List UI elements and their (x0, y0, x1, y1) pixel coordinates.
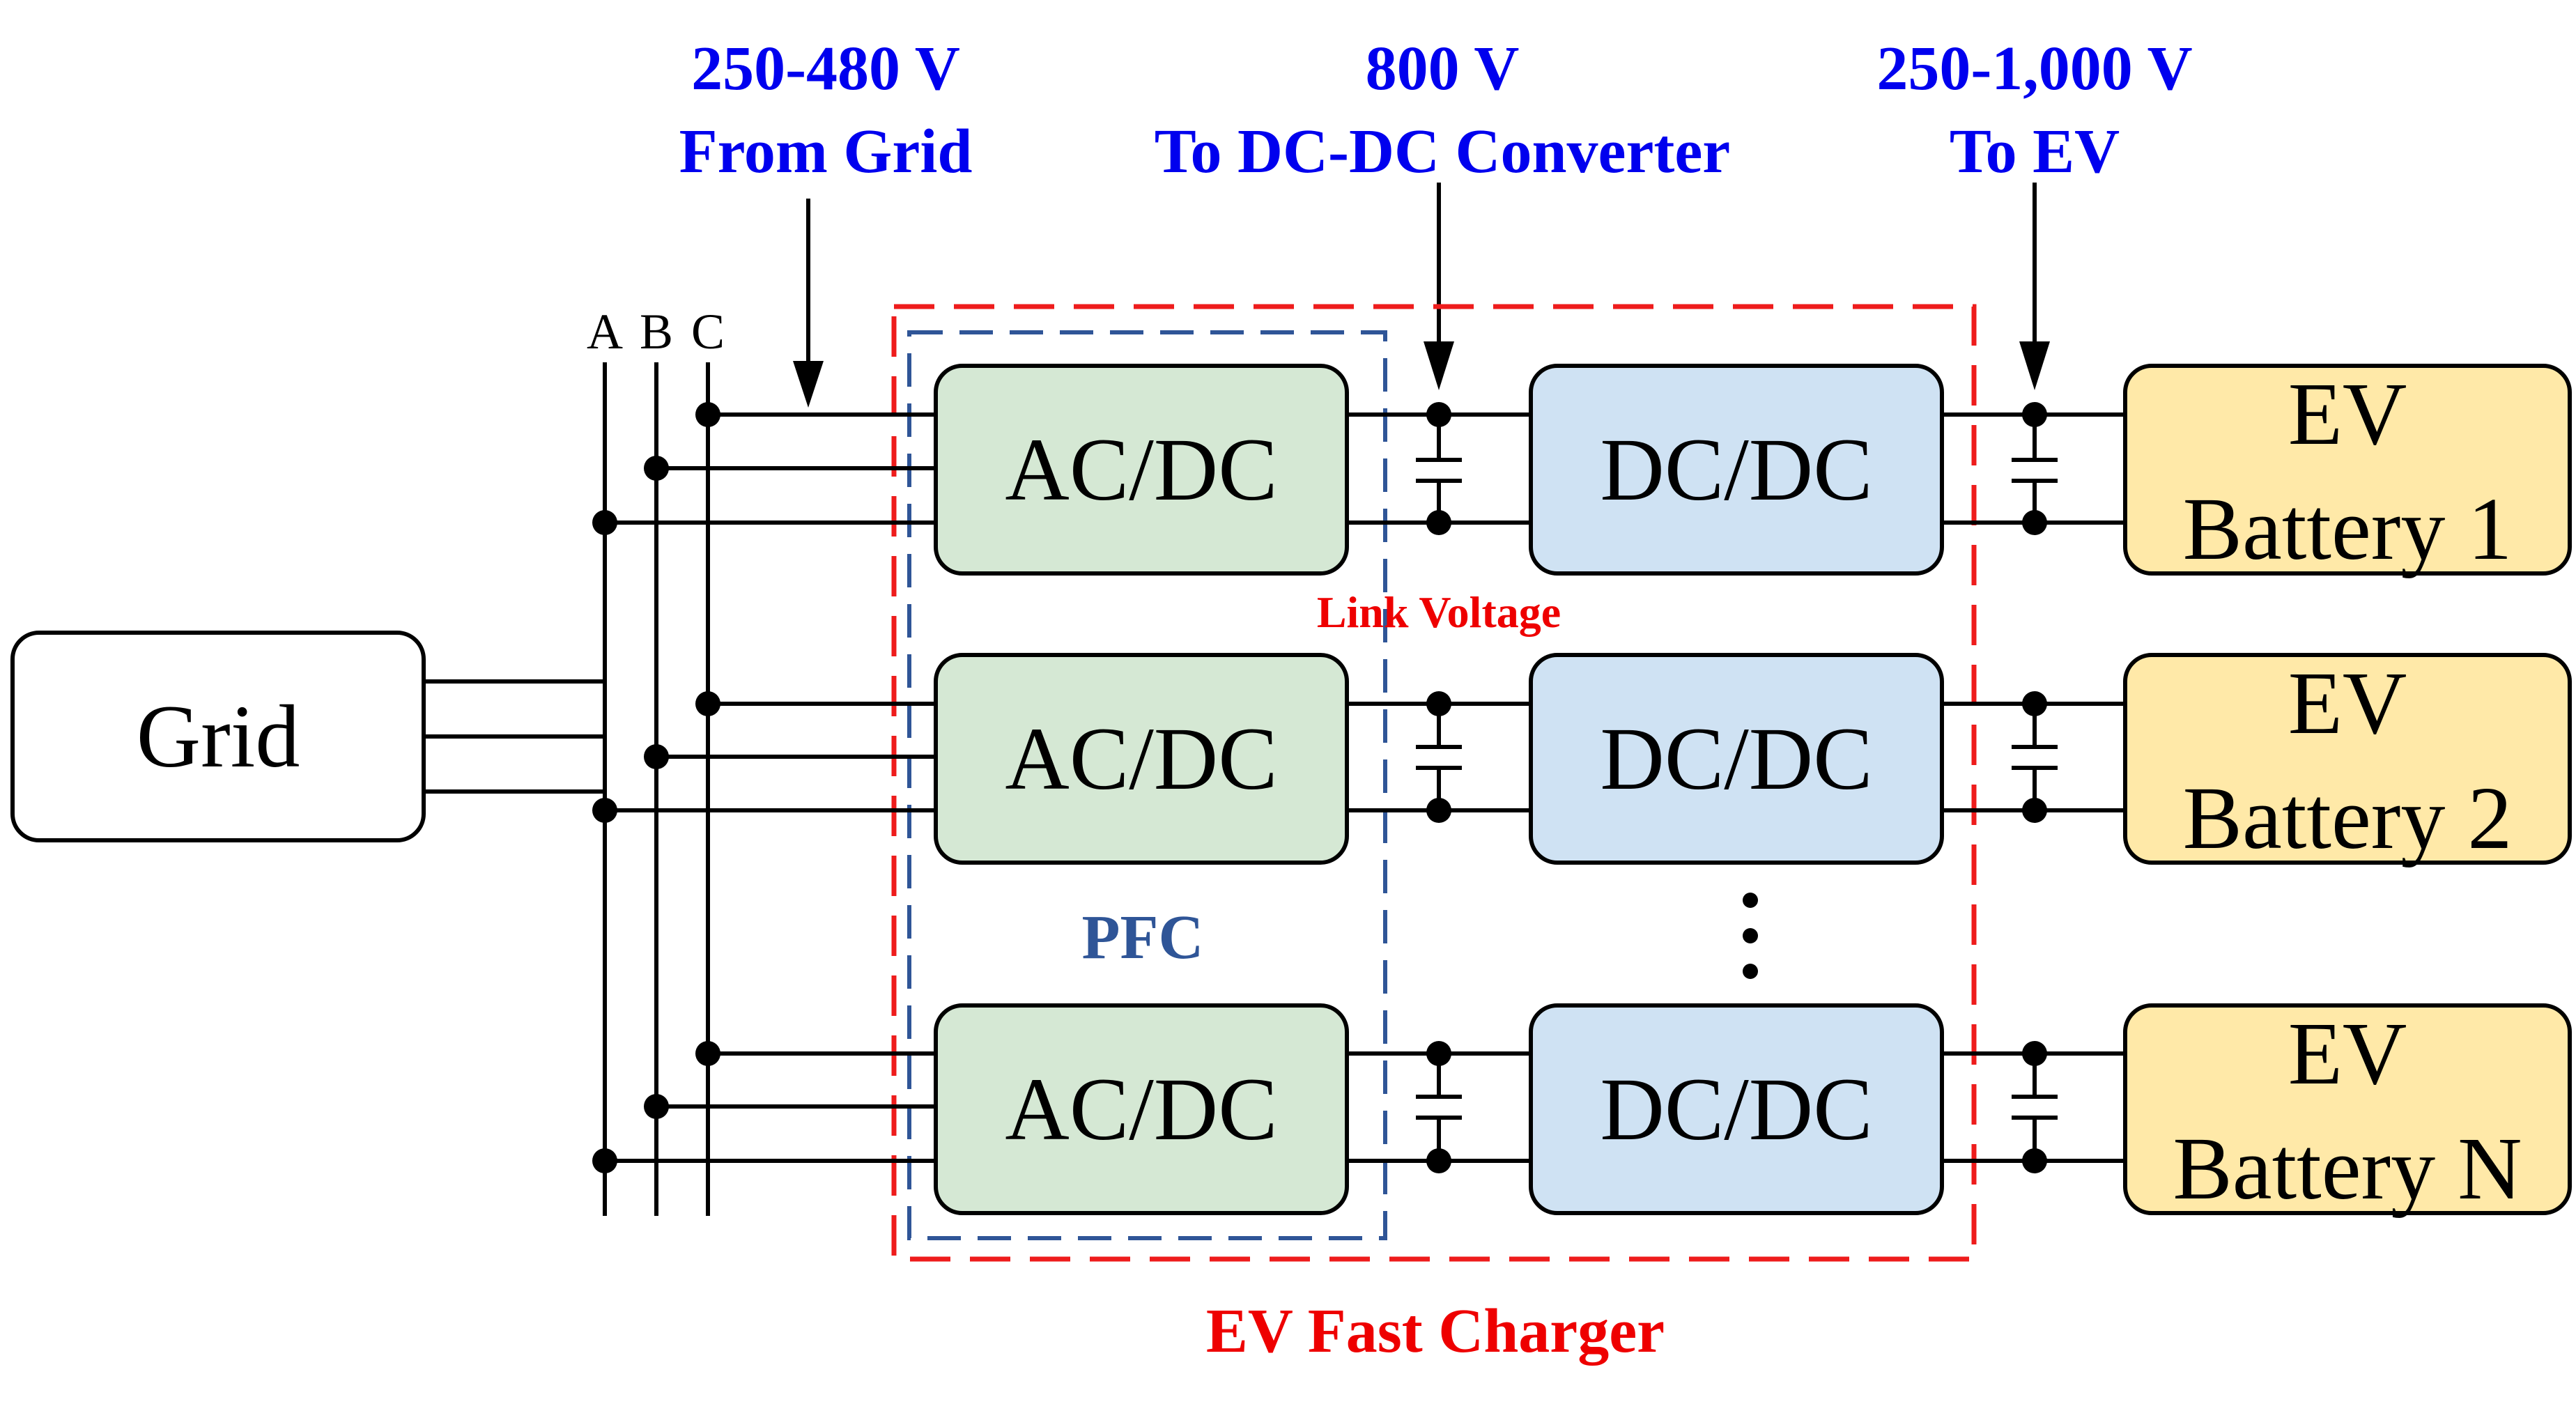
dcdc-converter-2 (1529, 653, 1944, 865)
link-voltage-value: 800 V (1366, 34, 1520, 103)
ev-battery-3-line2: Battery N (2173, 1119, 2522, 1218)
acdc-label-2: AC/DC (1005, 709, 1277, 808)
dcdc-converter-1 (1529, 364, 1944, 576)
converter-row-3: AC/DC DC/DC EV Battery N (592, 1003, 2572, 1218)
dcdc-label-3: DC/DC (1600, 1060, 1872, 1159)
dcdc-converter-3 (1529, 1003, 1944, 1215)
grid-voltage-annotation: 250-480 V From Grid (679, 34, 973, 186)
ev-voltage-annotation: 250-1,000 V To EV (1876, 34, 2192, 186)
phase-label-b: B (640, 304, 673, 360)
converter-row-2: AC/DC DC/DC EV Battery 2 (592, 653, 2572, 867)
link-voltage-annotation: 800 V To DC-DC Converter (1155, 34, 1731, 186)
grid-arrow-head-icon (793, 361, 824, 408)
phase-label-c: C (691, 304, 725, 360)
ev-battery-2 (2123, 653, 2572, 865)
ev-battery-2-line2: Battery 2 (2183, 769, 2513, 867)
converter-row-1: AC/DC DC/DC EV Battery 1 (592, 364, 2572, 578)
ev-battery-1-line2: Battery 1 (2183, 479, 2513, 578)
ev-battery-3-line1: EV (2288, 1004, 2407, 1103)
pfc-label: PFC (1082, 903, 1204, 972)
grid-label: Grid (137, 687, 300, 786)
pfc-boundary (907, 330, 1387, 1240)
annotation-arrows (793, 183, 2050, 408)
ev-fast-charger-label: EV Fast Charger (1206, 1297, 1665, 1366)
acdc-converter-2 (934, 653, 1349, 865)
link-voltage-caption: To DC-DC Converter (1155, 117, 1731, 186)
ev-fast-charger-boundary (891, 304, 1977, 1262)
acdc-converter-3 (934, 1003, 1349, 1215)
grid-source: Grid (10, 631, 605, 842)
acdc-label-3: AC/DC (1005, 1060, 1277, 1159)
link-arrow-head-icon (1424, 341, 1454, 390)
acdc-converter-1 (934, 364, 1349, 576)
acdc-label-1: AC/DC (1005, 420, 1277, 519)
ev-battery-1-line1: EV (2288, 364, 2407, 463)
ev-voltage-caption: To EV (1950, 117, 2120, 186)
ev-battery-3 (2123, 1003, 2572, 1215)
grid-voltage-caption: From Grid (679, 117, 973, 186)
dcdc-label-1: DC/DC (1600, 420, 1872, 519)
ellipsis-icon (1743, 893, 1758, 979)
ev-battery-1 (2123, 364, 2572, 576)
phase-bus: A B C (587, 304, 725, 1216)
ev-arrow-head-icon (2019, 341, 2050, 390)
grid-voltage-value: 250-480 V (691, 34, 960, 103)
link-voltage-label: Link Voltage (1317, 587, 1561, 637)
ev-battery-2-line1: EV (2288, 654, 2407, 753)
dcdc-label-2: DC/DC (1600, 709, 1872, 808)
phase-label-a: A (587, 304, 623, 360)
ev-voltage-value: 250-1,000 V (1876, 34, 2192, 103)
